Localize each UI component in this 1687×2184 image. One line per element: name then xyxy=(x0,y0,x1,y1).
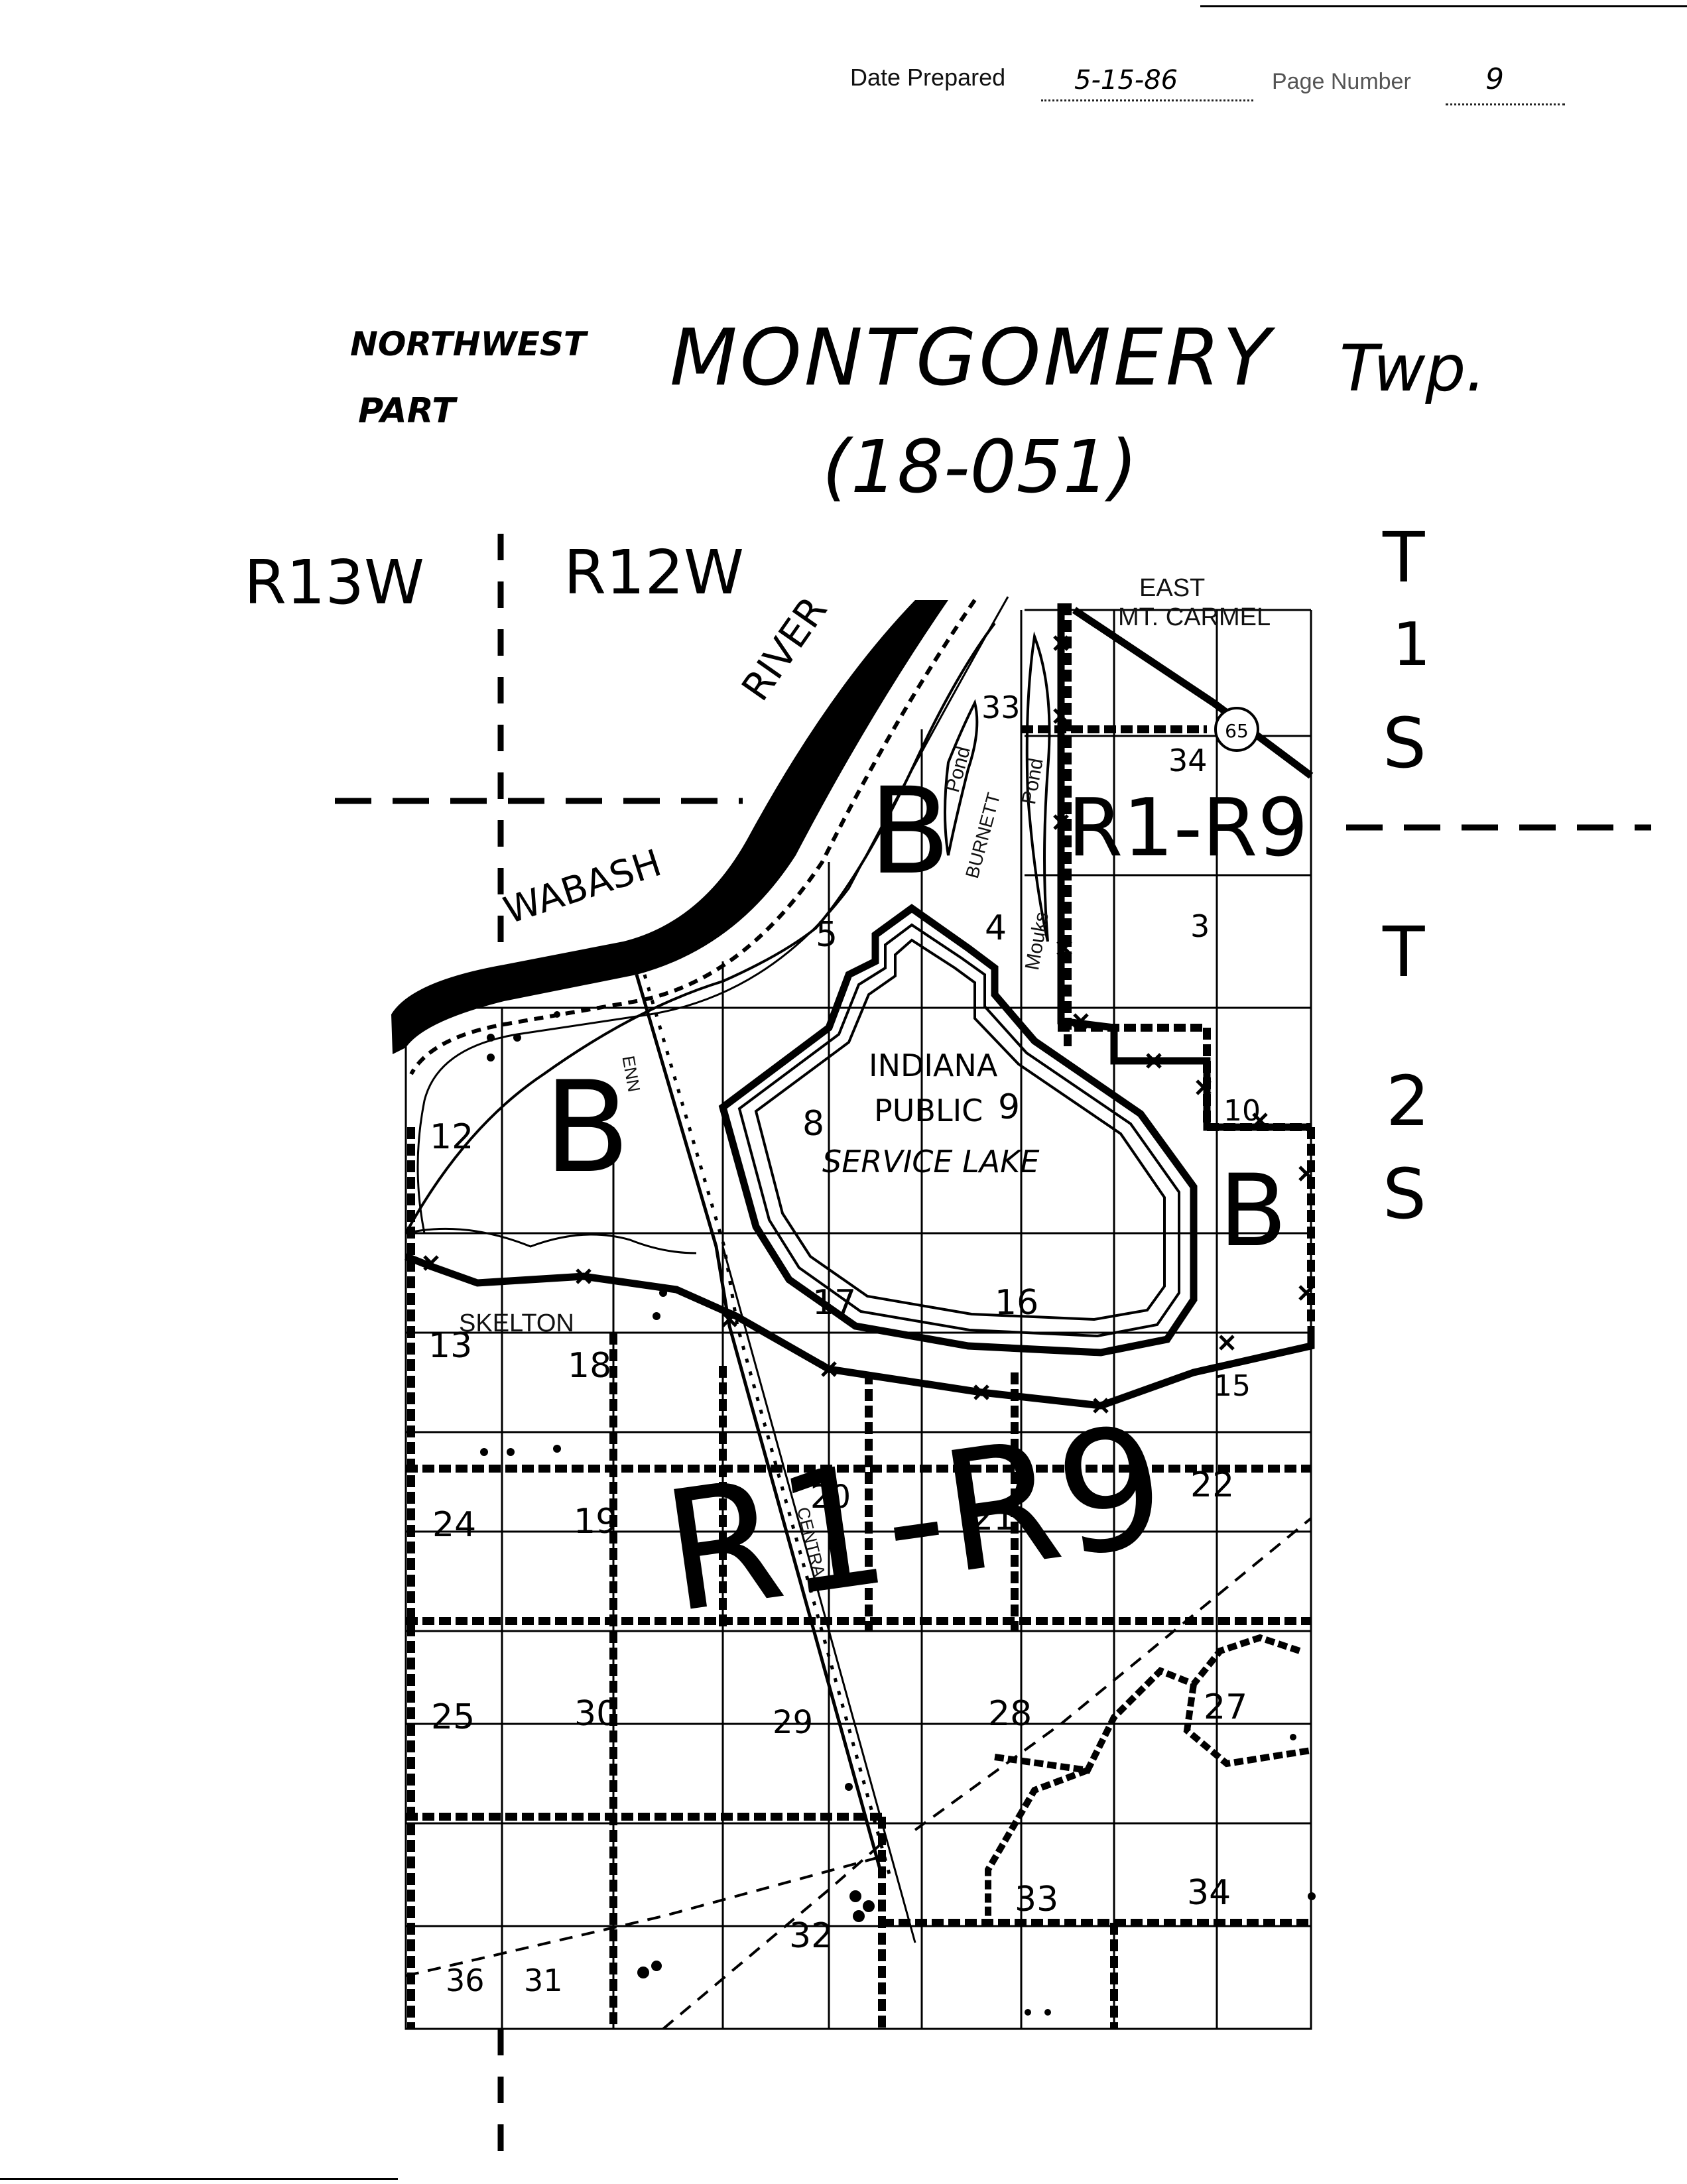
section-32: 32 xyxy=(789,1916,834,1956)
section-27: 27 xyxy=(1204,1687,1248,1727)
section-21: 21 xyxy=(971,1498,1016,1538)
highway-65-shield: 65 xyxy=(1214,707,1259,752)
railroads xyxy=(635,974,916,1943)
section-33-south: 33 xyxy=(1015,1880,1059,1919)
section-31: 31 xyxy=(524,1963,563,1998)
zone-label-r1-r9-north: R1-R9 xyxy=(1068,782,1308,875)
building-dots xyxy=(480,1011,1316,2016)
zone-b-west-boundary xyxy=(405,622,996,1234)
section-13: 13 xyxy=(428,1326,473,1366)
zone-boundary-marks xyxy=(423,635,1314,1414)
creek-west xyxy=(405,1227,697,1254)
date-underline xyxy=(1041,99,1253,101)
range-label-east: R12W xyxy=(564,537,744,608)
town-label-mt-carmel: MT. CARMEL xyxy=(1118,603,1271,631)
section-8: 8 xyxy=(802,1104,825,1144)
roads xyxy=(406,603,1315,2029)
lake-label-line3: SERVICE LAKE xyxy=(822,1144,1040,1180)
burnett-pond xyxy=(944,699,979,856)
section-16: 16 xyxy=(995,1283,1039,1323)
township-code: (18-051) xyxy=(822,424,1138,509)
township-suffix: Twp. xyxy=(1340,332,1486,406)
mouks-pond xyxy=(1025,631,1051,942)
wabash-river xyxy=(391,600,948,1054)
zone-label-b-west: B xyxy=(544,1054,631,1201)
region-title-line2: PART xyxy=(358,391,456,431)
page-number-value: 9 xyxy=(1485,62,1504,96)
region-title-line1: NORTHWEST xyxy=(350,325,586,363)
page-number-label: Page Number xyxy=(1272,69,1411,94)
section-10: 10 xyxy=(1223,1094,1261,1128)
section-33-north: 33 xyxy=(981,690,1021,725)
township-t2s-t: T xyxy=(1383,912,1425,993)
zone-label-b-main: B xyxy=(869,762,951,901)
section-34-south: 34 xyxy=(1187,1873,1231,1913)
township-t1s-1: 1 xyxy=(1393,610,1431,680)
zone-boundary-hwy xyxy=(1072,607,1314,779)
town-label-east: EAST xyxy=(1139,574,1206,602)
township-t1s-t: T xyxy=(1383,517,1425,598)
bottom-edge-line xyxy=(0,2178,398,2180)
section-15: 15 xyxy=(1214,1369,1251,1403)
township-t2s-2: 2 xyxy=(1386,1061,1430,1142)
date-prepared-label: Date Prepared xyxy=(850,64,1006,91)
section-17: 17 xyxy=(812,1283,857,1323)
section-29: 29 xyxy=(773,1704,814,1741)
section-24: 24 xyxy=(432,1505,477,1545)
section-34-north: 34 xyxy=(1168,743,1208,778)
section-25: 25 xyxy=(431,1697,475,1737)
township-title: MONTGOMERY xyxy=(670,312,1273,403)
lake-label-line2: PUBLIC xyxy=(874,1093,983,1128)
section-5: 5 xyxy=(816,915,838,955)
section-12: 12 xyxy=(430,1117,474,1157)
date-prepared-value: 5-15-86 xyxy=(1074,65,1178,95)
section-20: 20 xyxy=(810,1479,851,1516)
section-18: 18 xyxy=(568,1346,612,1386)
township-t2s-s: S xyxy=(1383,1154,1427,1235)
section-4: 4 xyxy=(985,908,1007,948)
section-36: 36 xyxy=(446,1963,485,1998)
section-19: 19 xyxy=(574,1502,618,1542)
zone-label-b-east: B xyxy=(1219,1154,1287,1269)
highway-65-number: 65 xyxy=(1225,720,1249,742)
section-22: 22 xyxy=(1190,1465,1235,1505)
zone-boundary-north xyxy=(1057,603,1311,1131)
utility-lines xyxy=(405,1517,1312,2030)
service-lake xyxy=(718,904,1198,1357)
section-3: 3 xyxy=(1190,908,1210,944)
zone-boundary-main xyxy=(404,1252,1315,1410)
section-30: 30 xyxy=(574,1694,619,1734)
creek xyxy=(985,1634,1312,1923)
lake-label-line1: INDIANA xyxy=(869,1048,998,1083)
range-label-west: R13W xyxy=(244,547,424,618)
top-edge-line xyxy=(1200,5,1687,7)
township-t1s-s: S xyxy=(1383,703,1427,784)
section-28: 28 xyxy=(988,1694,1032,1734)
section-9: 9 xyxy=(998,1087,1021,1127)
river-bank-dashed xyxy=(409,599,977,1075)
village-label-skelton: SKELTON xyxy=(459,1309,574,1337)
page-underline xyxy=(1446,103,1565,105)
